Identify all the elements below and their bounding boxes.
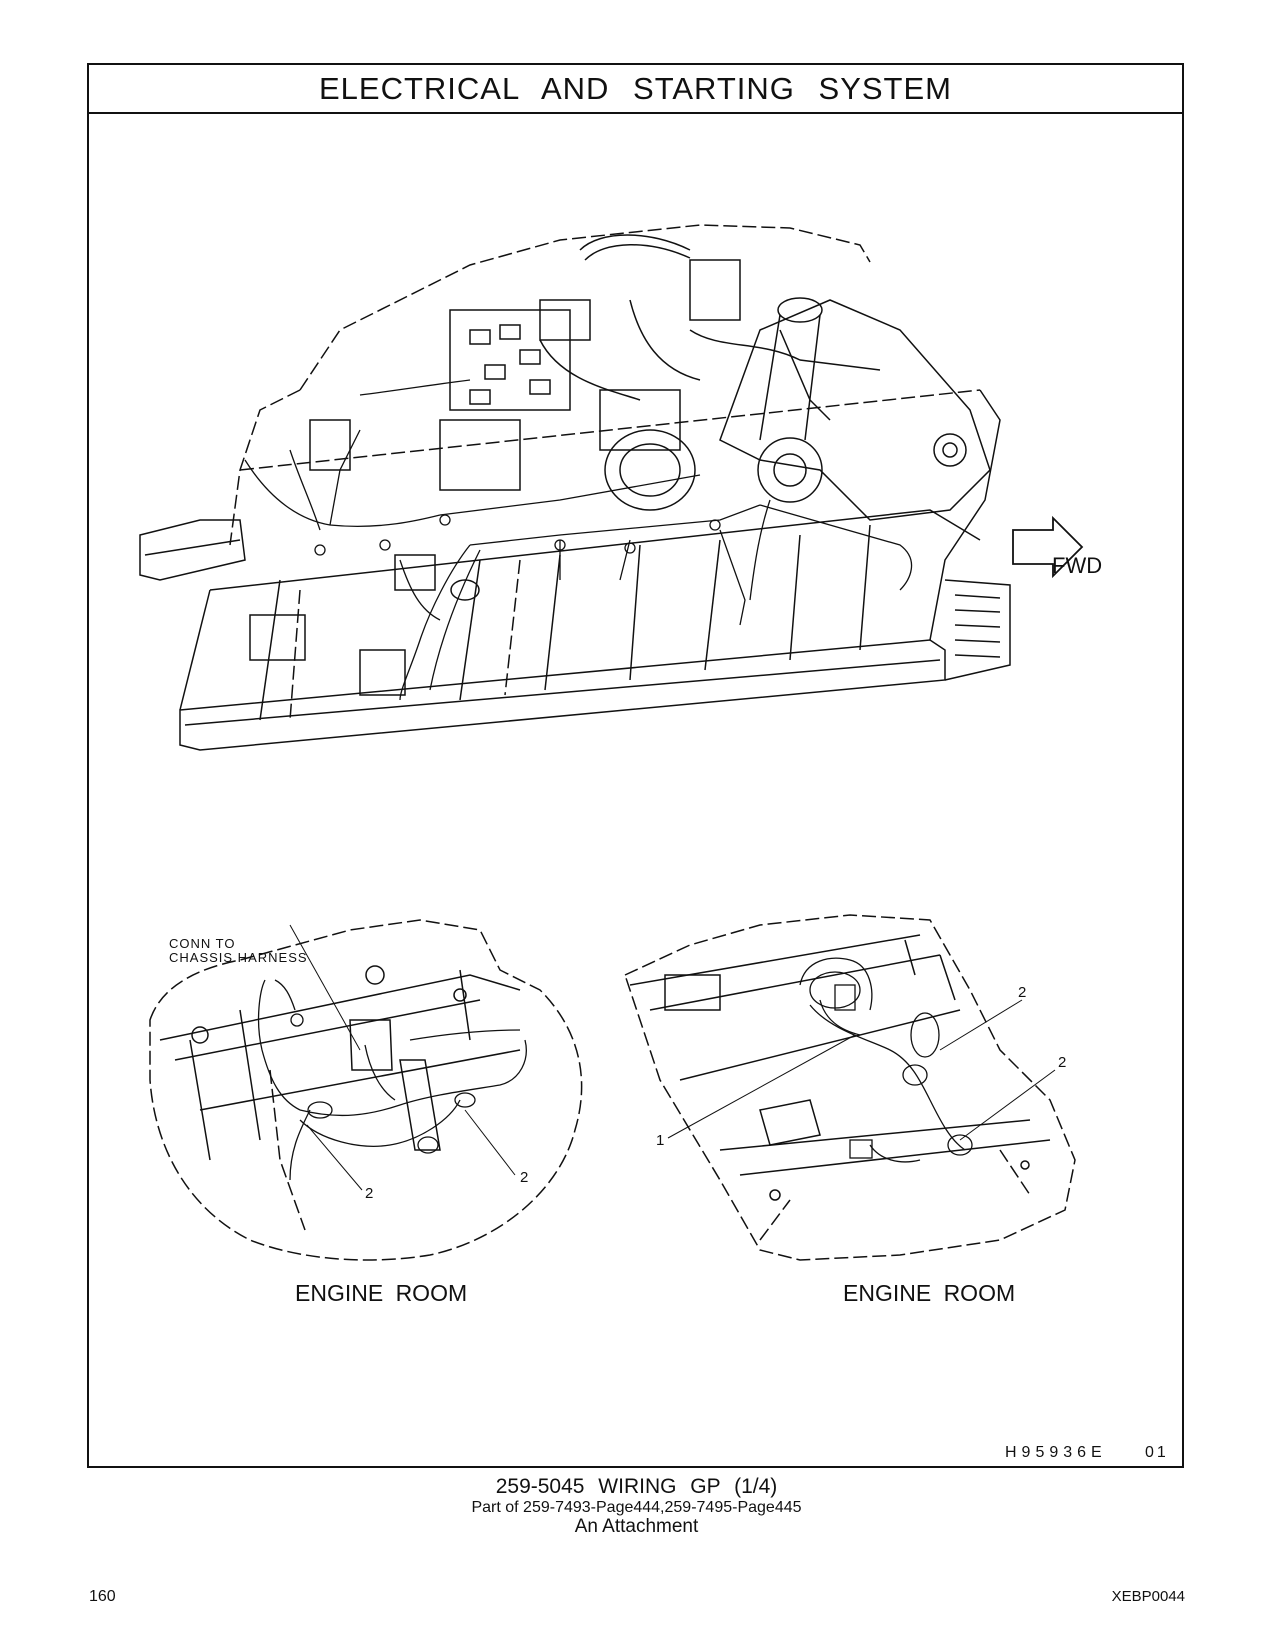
figure-id: H95936E (1005, 1444, 1107, 1461)
fwd-label: FWD (1052, 553, 1103, 578)
part-title: 259-5045 WIRING GP (1/4) (495, 1475, 778, 1498)
right-view-label: ENGINE ROOM (843, 1280, 1016, 1306)
left-leader-lines (289, 924, 516, 1191)
right-wire-harness (799, 957, 973, 1163)
title-bar: ELECTRICAL AND STARTING SYSTEM (89, 65, 1182, 114)
left-view-label: ENGINE ROOM (295, 1280, 468, 1306)
main-wire-harness (244, 379, 913, 701)
right-leader-lines (667, 999, 1056, 1141)
attachment-note: An Attachment (574, 1516, 699, 1537)
fwd-arrow-icon (1012, 515, 1084, 579)
left-wire-harness (257, 979, 527, 1181)
page-title: ELECTRICAL AND STARTING SYSTEM (319, 70, 952, 106)
conn-label-line1: CONN TO (169, 936, 236, 951)
figure-revision: 01 (1145, 1444, 1169, 1461)
conn-label-line2: CHASSIS HARNESS (169, 950, 308, 965)
conn-to-chassis-harness-label: CONN TO CHASSIS HARNESS (169, 937, 308, 965)
right-callout-2a: 2 (1018, 984, 1026, 1001)
left-callout-2a: 2 (365, 1185, 373, 1202)
document-id: XEBP0044 (1111, 1588, 1185, 1605)
right-engine-room-view (624, 914, 1076, 1261)
right-callout-2b: 2 (1058, 1054, 1066, 1071)
left-callout-2b: 2 (520, 1169, 528, 1186)
main-chassis-view (139, 224, 1011, 751)
part-of-reference: Part of 259-7493-Page444,259-7495-Page44… (471, 1499, 802, 1516)
left-engine-room-view (149, 919, 583, 1261)
right-callout-1: 1 (656, 1132, 664, 1149)
page-frame: ELECTRICAL AND STARTING SYSTEM (87, 63, 1184, 1468)
page-number: 160 (89, 1588, 116, 1605)
